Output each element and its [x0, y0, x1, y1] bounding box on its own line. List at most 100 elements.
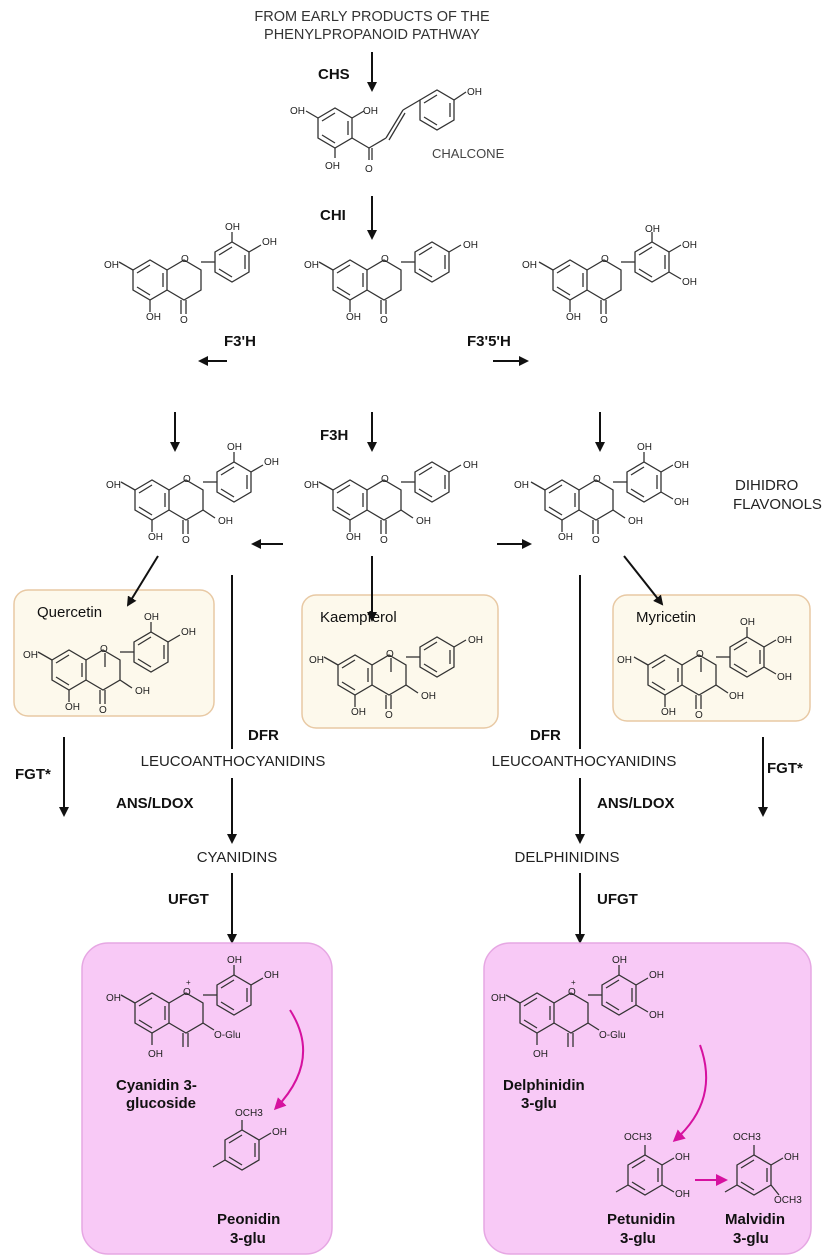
svg-text:OH: OH	[661, 707, 676, 718]
peonidin-label-2: 3-glu	[230, 1230, 266, 1247]
svg-text:OH: OH	[272, 1127, 287, 1138]
svg-text:OH: OH	[491, 993, 506, 1004]
svg-text:OH: OH	[740, 617, 755, 628]
svg-text:O: O	[380, 535, 388, 546]
svg-text:OH: OH	[637, 442, 652, 453]
svg-text:OH: OH	[148, 532, 163, 543]
enzyme-chi: CHI	[320, 207, 346, 224]
svg-text:OH: OH	[617, 655, 632, 666]
label-dihidro-2: FLAVONOLS	[733, 496, 822, 513]
myricetin-box	[612, 594, 811, 722]
enzyme-ans-right: ANS/LDOX	[597, 795, 675, 812]
enzyme-dfr-left: DFR	[248, 727, 279, 744]
dihydromyricetin-structure	[530, 452, 674, 535]
delphinidin-structure	[505, 965, 649, 1048]
label-leuco-right: LEUCOANTHOCYANIDINS	[492, 753, 677, 770]
svg-text:O: O	[386, 649, 394, 660]
svg-text:O: O	[385, 710, 393, 721]
cyanidin-box	[81, 942, 333, 1255]
svg-text:OH: OH	[416, 516, 431, 527]
svg-text:OH: OH	[227, 955, 242, 966]
svg-text:OH: OH	[309, 655, 324, 666]
petunidin-label-2: 3-glu	[620, 1230, 656, 1247]
arrow-to-quercetin	[126, 555, 159, 607]
label-cyanidins: CYANIDINS	[197, 849, 278, 866]
enzyme-ufgt-right: UFGT	[597, 891, 638, 908]
svg-text:OH: OH	[649, 1010, 664, 1021]
label-dihidro-1: DIHIDRO	[735, 477, 798, 494]
svg-text:OH: OH	[262, 237, 277, 248]
svg-text:O: O	[380, 315, 388, 326]
pentahydroxyflavanone-structure	[538, 232, 682, 315]
svg-text:OH: OH	[218, 516, 233, 527]
svg-text:O: O	[381, 474, 389, 485]
svg-text:OH: OH	[514, 480, 529, 491]
enzyme-ufgt-left: UFGT	[168, 891, 209, 908]
svg-text:OH: OH	[628, 516, 643, 527]
petunidin-structure	[615, 1145, 675, 1196]
svg-text:OH: OH	[351, 707, 366, 718]
enzyme-fgt-right: FGT*	[767, 760, 803, 777]
svg-text:OCH3: OCH3	[733, 1132, 761, 1143]
arrow-to-myricetin	[623, 555, 664, 606]
svg-text:O: O	[381, 254, 389, 265]
svg-text:OH: OH	[468, 635, 483, 646]
label-leuco-left: LEUCOANTHOCYANIDINS	[141, 753, 326, 770]
svg-text:OH: OH	[346, 532, 361, 543]
enzyme-f3h-prime: F3'H	[224, 333, 256, 350]
svg-text:+: +	[571, 978, 576, 987]
quercetin-structure	[37, 622, 181, 705]
enzyme-fgt-left: FGT*	[15, 766, 51, 783]
svg-text:OH: OH	[304, 480, 319, 491]
svg-text:OH: OH	[421, 691, 436, 702]
svg-text:OH: OH	[106, 993, 121, 1004]
chalcone-structure	[305, 89, 467, 160]
delphinidin-label-2: 3-glu	[521, 1095, 557, 1112]
header-line-2: PHENYLPROPANOID PATHWAY	[264, 27, 480, 43]
svg-text:OH: OH	[148, 1049, 163, 1060]
svg-text:O: O	[181, 254, 189, 265]
svg-text:OH: OH	[682, 277, 697, 288]
kaempferol-structure	[323, 636, 467, 710]
label-chalcone: CHALCONE	[432, 146, 505, 161]
methylation-arrow-delphinidin	[672, 1044, 708, 1142]
enzyme-f35h: F3'5'H	[467, 333, 511, 350]
quercetin-box	[13, 589, 215, 717]
methylation-arrow-cyanidin	[273, 1009, 304, 1111]
svg-text:O: O	[568, 987, 576, 998]
svg-text:OH: OH	[65, 702, 80, 713]
svg-text:OH: OH	[144, 612, 159, 623]
svg-text:OH: OH	[674, 460, 689, 471]
svg-text:OH: OH	[682, 240, 697, 251]
enzyme-f3h: F3H	[320, 427, 348, 444]
header-line-1: FROM EARLY PRODUCTS OF THE	[254, 9, 490, 25]
svg-text:OH: OH	[225, 222, 240, 233]
svg-text:OH: OH	[729, 691, 744, 702]
svg-text:O: O	[695, 710, 703, 721]
svg-text:+: +	[186, 978, 191, 987]
malvidin-structure	[724, 1145, 784, 1196]
enzyme-ans-left: ANS/LDOX	[116, 795, 194, 812]
cyanidin-label-2: glucoside	[126, 1095, 196, 1112]
svg-text:OH: OH	[23, 650, 38, 661]
svg-text:OH: OH	[346, 312, 361, 323]
svg-text:O: O	[182, 535, 190, 546]
cyanidin-structure	[120, 965, 264, 1048]
petunidin-label-1: Petunidin	[607, 1211, 675, 1228]
kaempferol-label: Kaempferol	[320, 609, 397, 626]
svg-text:OH: OH	[304, 260, 319, 271]
svg-text:OH: OH	[264, 457, 279, 468]
dihydrokaempferol-structure	[318, 461, 462, 535]
delphinidin-box	[483, 942, 812, 1255]
svg-text:OH: OH	[135, 686, 150, 697]
svg-text:OCH3: OCH3	[774, 1195, 802, 1206]
svg-text:O: O	[183, 987, 191, 998]
svg-text:OH: OH	[146, 312, 161, 323]
naringenin-structure	[318, 241, 462, 315]
svg-text:O: O	[593, 474, 601, 485]
svg-text:O: O	[601, 254, 609, 265]
svg-text:OH: OH	[227, 442, 242, 453]
label-delphinidins: DELPHINIDINS	[514, 849, 619, 866]
peonidin-label-1: Peonidin	[217, 1211, 280, 1228]
